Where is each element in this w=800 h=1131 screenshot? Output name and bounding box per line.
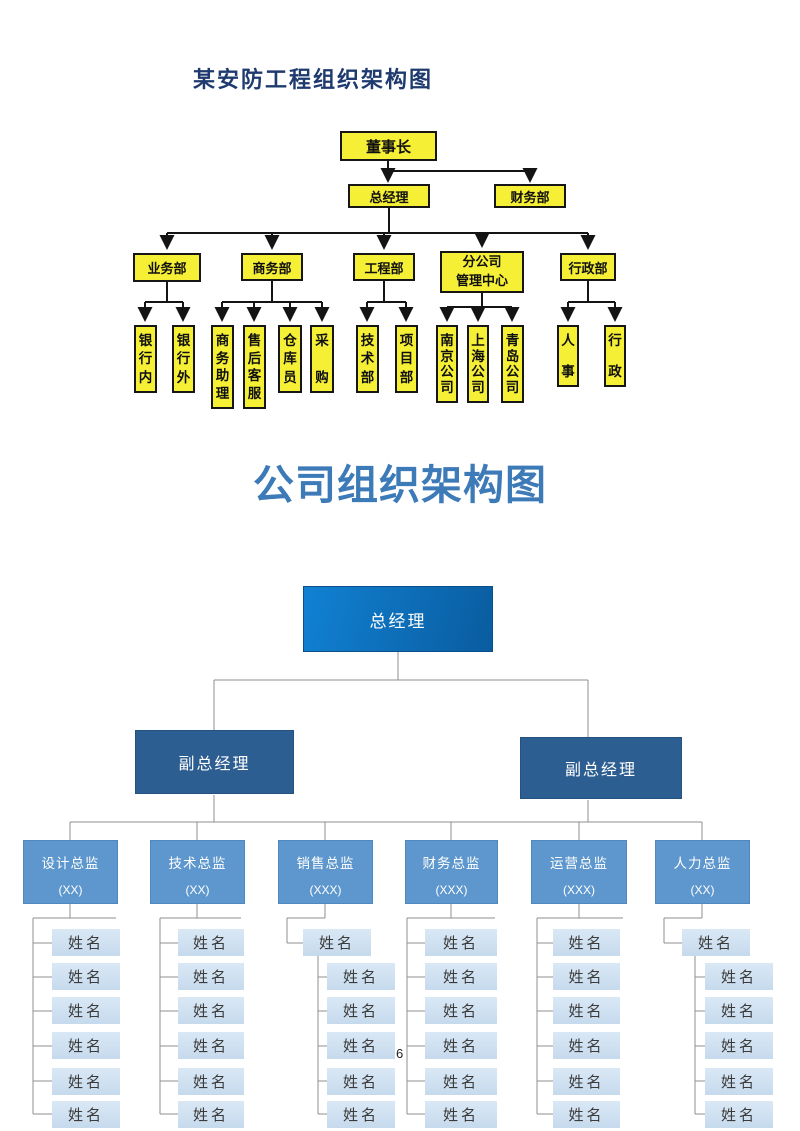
node-leaf-shanghai: 上海公司 [467,325,489,403]
node-director-tech: 技术总监 (XX) [150,840,245,904]
node-branch-management-center: 分公司 管理中心 [440,251,524,293]
chart1-title: 某安防工程组织架构图 [193,67,434,92]
name-box: 姓名 [425,997,497,1024]
name-box: 姓名 [705,1032,773,1059]
name-box: 姓名 [178,1032,244,1059]
name-box: 姓名 [327,997,395,1024]
name-box: 姓名 [425,1101,497,1128]
name-box: 姓名 [705,1101,773,1128]
director-title: 运营总监 [550,856,608,871]
name-box: 姓名 [178,929,244,956]
node-leaf-hr: 人事 [557,325,579,387]
node-director-finance: 财务总监 (XXX) [405,840,498,904]
name-box: 姓名 [178,963,244,990]
director-title: 技术总监 [168,856,227,871]
director-headcount: (XXX) [435,883,468,897]
name-box: 姓名 [553,997,620,1024]
node-leaf-administration: 行政 [604,325,626,387]
node-chairman: 董事长 [340,131,437,161]
name-box: 姓名 [705,1068,773,1095]
node-leaf-nanjing: 南京公司 [436,325,458,403]
node-leaf-procurement: 采购 [310,325,334,393]
name-box: 姓名 [553,929,620,956]
name-box: 姓名 [425,963,497,990]
node-leaf-tech-dept: 技术部 [356,325,379,393]
name-box: 姓名 [52,963,120,990]
node-general-manager-2: 总经理 [303,586,493,652]
name-box: 姓名 [327,1101,395,1128]
name-box: 姓名 [705,963,773,990]
node-leaf-business-assistant: 商务助理 [211,325,234,409]
director-title: 财务总监 [422,856,481,871]
chart2-title: 公司组织架构图 [253,462,547,508]
director-headcount: (XXX) [309,883,342,897]
name-box: 姓名 [327,963,395,990]
name-box: 姓名 [705,997,773,1024]
name-box: 姓名 [425,1068,497,1095]
node-dept-commerce: 商务部 [241,253,303,281]
director-title: 销售总监 [296,856,355,871]
node-director-operations: 运营总监 (XXX) [531,840,627,904]
name-box: 姓名 [327,1068,395,1095]
node-dept-business: 业务部 [133,253,201,282]
name-box: 姓名 [178,1101,244,1128]
name-box: 姓名 [52,1068,120,1095]
node-leaf-qingdao: 青岛公司 [501,325,524,403]
director-headcount: (XX) [690,883,715,897]
name-box: 姓名 [553,1101,620,1128]
page-number: 6 [396,1046,404,1061]
node-director-hr: 人力总监 (XX) [655,840,750,904]
name-box: 姓名 [52,1032,120,1059]
node-dept-engineering: 工程部 [353,253,415,281]
node-dept-admin: 行政部 [560,253,616,281]
node-leaf-bank-external: 银行外 [172,325,195,393]
node-leaf-bank-internal: 银行内 [134,325,157,393]
name-box: 姓名 [52,997,120,1024]
director-headcount: (XXX) [562,883,595,897]
node-leaf-after-sales: 售后客服 [243,325,266,409]
director-title: 设计总监 [41,856,100,871]
name-box: 姓名 [425,1032,497,1059]
director-headcount: (XX) [185,883,210,897]
name-box: 姓名 [425,929,497,956]
name-box: 姓名 [52,929,120,956]
node-director-sales: 销售总监 (XXX) [278,840,373,904]
node-finance-dept: 财务部 [494,184,566,208]
name-box: 姓名 [327,1032,395,1059]
name-box: 姓名 [178,1068,244,1095]
director-headcount: (XX) [58,883,83,897]
director-title: 人力总监 [673,856,732,871]
node-deputy-gm-2: 副总经理 [520,737,682,799]
name-box: 姓名 [303,929,371,956]
node-leaf-warehouse: 仓库员 [278,325,302,393]
name-box: 姓名 [553,1068,620,1095]
node-general-manager-1: 总经理 [348,184,430,208]
node-leaf-project-dept: 项目部 [395,325,418,393]
name-box: 姓名 [682,929,750,956]
name-box: 姓名 [178,997,244,1024]
name-box: 姓名 [52,1101,120,1128]
name-box: 姓名 [553,963,620,990]
node-deputy-gm-1: 副总经理 [135,730,294,794]
name-box: 姓名 [553,1032,620,1059]
node-director-design: 设计总监 (XX) [23,840,118,904]
